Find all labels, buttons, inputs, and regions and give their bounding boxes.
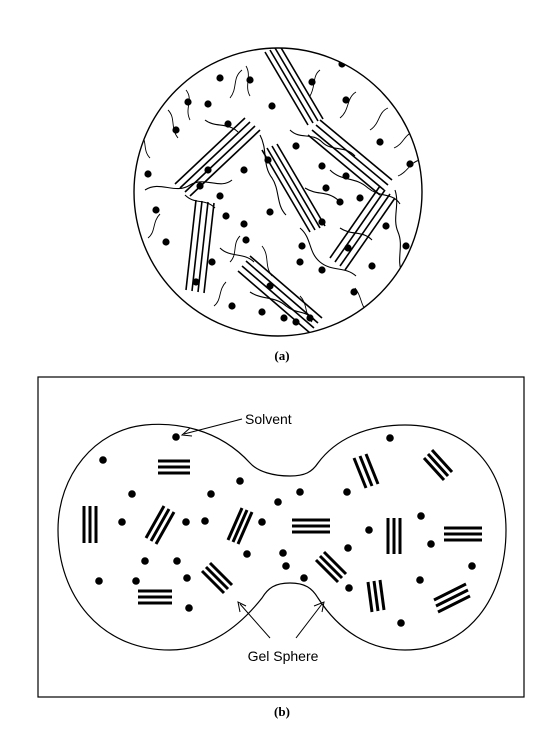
gel-sphere-outline [57, 423, 507, 651]
lamella-bundle [185, 199, 215, 294]
lamella-bundle [174, 117, 261, 197]
crystallite [200, 561, 234, 595]
crystallite-bundles [82, 448, 482, 614]
crystallite [158, 459, 190, 475]
lamella-bundle [329, 185, 396, 271]
gel-circle-outline [133, 47, 423, 337]
lamella-bundle [307, 119, 393, 196]
crystallite [422, 448, 454, 482]
crystallite [352, 453, 380, 489]
crystallite [226, 507, 254, 545]
lamella-bundle [264, 48, 324, 126]
lamella-bundles [174, 48, 396, 334]
panel-a: (a) [133, 47, 423, 363]
crystallite [144, 505, 176, 545]
crystallite [444, 526, 482, 542]
crystallite [366, 579, 386, 613]
crystallite [433, 582, 471, 614]
solvent-dots-a [144, 60, 414, 326]
panel-b-caption: (b) [274, 704, 290, 719]
crystallite [82, 506, 98, 543]
lamella-bundle [261, 143, 326, 233]
crystallite [314, 550, 348, 584]
solvent-dot-labeled [172, 433, 180, 441]
polymer-chain-links [144, 119, 403, 321]
panel-a-caption: (a) [274, 348, 289, 363]
crystallite [138, 589, 172, 605]
annotation-arrows [180, 418, 325, 639]
crystallite [292, 518, 330, 534]
gel-sphere-label: Gel Sphere [248, 648, 319, 664]
solvent-label: Solvent [245, 411, 292, 427]
panel-b: Solvent Gel Sphere (b) [37, 376, 525, 719]
lamella-bundle [237, 255, 323, 334]
solvent-dots-b [95, 433, 476, 627]
crystallite [386, 518, 402, 554]
